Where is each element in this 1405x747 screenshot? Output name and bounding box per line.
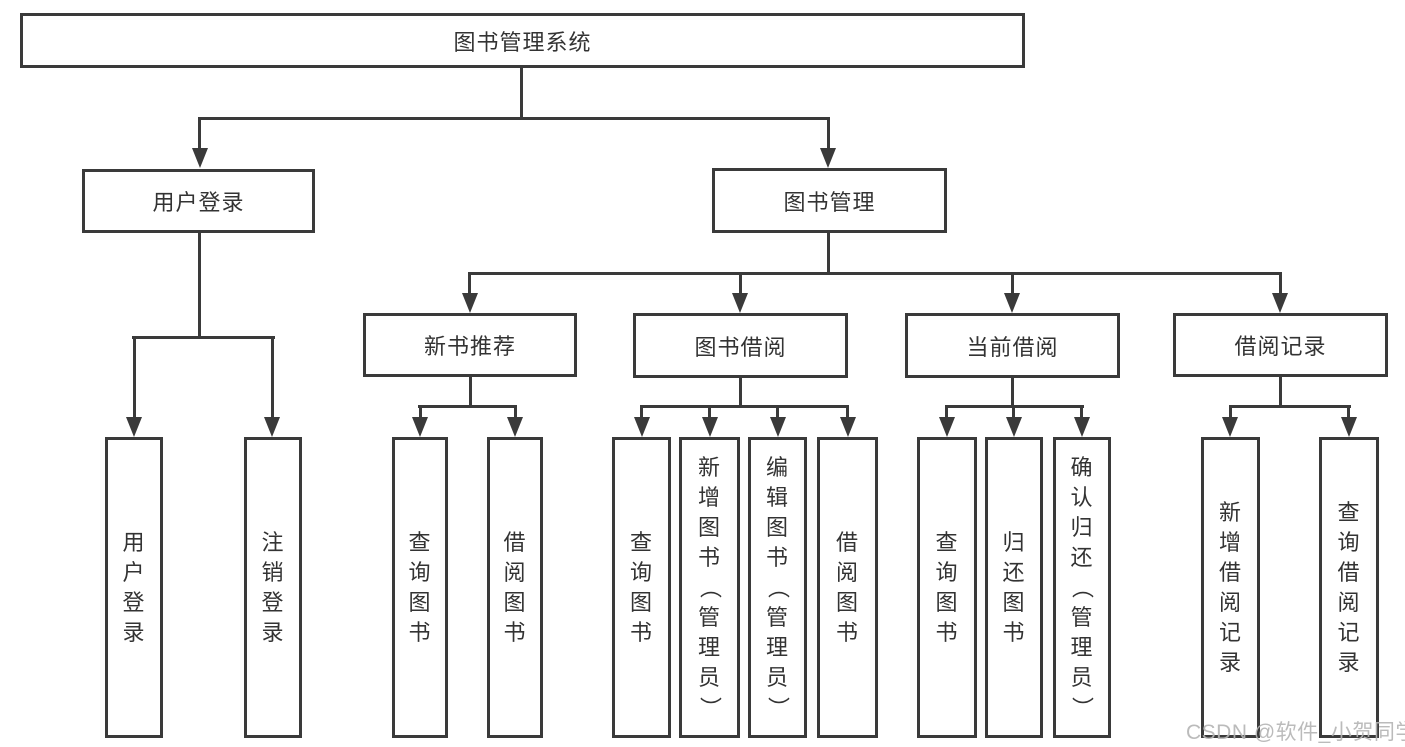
arrow-down-icon xyxy=(732,293,748,313)
arrow-down-icon xyxy=(1341,417,1357,437)
connector-leaf-stem xyxy=(271,336,274,417)
node-book-borrow-label: 图书借阅 xyxy=(694,334,787,360)
arrow-down-icon xyxy=(126,417,142,437)
connector-level3-stem xyxy=(1011,272,1014,295)
leaf-borrow-book: 借阅图书 xyxy=(817,437,878,738)
node-book-mgmt-group-label: 图书管理 xyxy=(783,189,876,215)
leaf-add-borrow-record-label: 新增借阅记录 xyxy=(1218,499,1242,675)
node-book-borrow: 图书借阅 xyxy=(633,313,848,378)
leaf-edit-book-admin-label: 编辑图书（管理员） xyxy=(765,454,791,720)
arrow-down-icon xyxy=(264,417,280,437)
arrow-down-icon xyxy=(1272,293,1288,313)
leaf-edit-book-admin: 编辑图书（管理员） xyxy=(748,437,807,738)
arrow-down-icon xyxy=(1074,417,1090,437)
arrow-down-icon xyxy=(462,293,478,313)
connector-borrow-record-hbar xyxy=(1229,405,1351,408)
connector-current-borrow-down xyxy=(1011,378,1014,408)
connector-leaf-stem xyxy=(1012,405,1015,419)
node-book-mgmt-group: 图书管理 xyxy=(712,168,947,233)
leaf-borrow-book-rec-label: 借阅图书 xyxy=(503,529,527,645)
connector-leaf-stem xyxy=(1347,405,1350,419)
connector-book-borrow-hbar xyxy=(640,405,849,408)
leaf-query-book-current-label: 查询图书 xyxy=(935,529,959,645)
node-new-book-rec: 新书推荐 xyxy=(363,313,577,377)
arrow-down-icon xyxy=(1004,293,1020,313)
arrow-down-icon xyxy=(412,417,428,437)
connector-root-stem xyxy=(520,68,523,118)
connector-new-book-hbar xyxy=(418,405,517,408)
watermark: CSDN @软件_小贺同学 xyxy=(1186,721,1405,744)
arrow-down-icon xyxy=(939,417,955,437)
connector-leaf-stem xyxy=(133,336,136,417)
leaf-return-book: 归还图书 xyxy=(985,437,1043,738)
node-borrow-record: 借阅记录 xyxy=(1173,313,1388,377)
connector-borrow-record-down xyxy=(1279,377,1282,408)
connector-leaf-stem xyxy=(846,405,849,419)
connector-book-mgmt-stem xyxy=(827,117,830,150)
connector-level3-stem xyxy=(1279,272,1282,295)
leaf-user-login-label: 用户登录 xyxy=(122,529,146,645)
leaf-confirm-return-admin: 确认归还（管理员） xyxy=(1053,437,1111,738)
leaf-query-book: 查询图书 xyxy=(612,437,671,738)
leaf-query-book-rec: 查询图书 xyxy=(392,437,448,738)
connector-book-borrow-down xyxy=(739,378,742,408)
connector-book-mgmt-down xyxy=(827,233,830,275)
arrow-down-icon xyxy=(702,417,718,437)
connector-leaf-stem xyxy=(419,405,422,419)
connector-leaf-stem xyxy=(945,405,948,419)
leaf-return-book-label: 归还图书 xyxy=(1002,529,1026,645)
node-new-book-rec-label: 新书推荐 xyxy=(423,334,516,359)
connector-leaf-stem xyxy=(708,405,711,419)
arrow-down-icon xyxy=(192,148,208,168)
connector-leaf-stem xyxy=(776,405,779,419)
leaf-add-book-admin: 新增图书（管理员） xyxy=(679,437,740,738)
connector-root-hbar xyxy=(198,117,830,120)
connector-level3-hbar xyxy=(468,272,1282,275)
arrow-down-icon xyxy=(634,417,650,437)
arrow-down-icon xyxy=(840,417,856,437)
arrow-down-icon xyxy=(1222,417,1238,437)
leaf-query-borrow-record: 查询借阅记录 xyxy=(1319,437,1379,738)
arrow-down-icon xyxy=(820,148,836,168)
connector-user-login-stem xyxy=(198,117,201,150)
leaf-query-borrow-record-label: 查询借阅记录 xyxy=(1337,499,1361,675)
connector-leaf-stem xyxy=(640,405,643,419)
node-borrow-record-label: 借阅记录 xyxy=(1234,334,1327,359)
node-current-borrow-label: 当前借阅 xyxy=(966,334,1059,360)
leaf-borrow-book-rec: 借阅图书 xyxy=(487,437,543,738)
leaf-logout-label: 注销登录 xyxy=(261,529,285,645)
node-root: 图书管理系统 xyxy=(20,13,1025,68)
connector-new-book-down xyxy=(469,377,472,408)
arrow-down-icon xyxy=(507,417,523,437)
leaf-add-borrow-record: 新增借阅记录 xyxy=(1201,437,1260,738)
leaf-add-book-admin-label: 新增图书（管理员） xyxy=(697,454,723,720)
connector-level3-stem xyxy=(468,272,471,295)
leaf-logout: 注销登录 xyxy=(244,437,302,738)
connector-level3-stem xyxy=(739,272,742,295)
node-user-login-group: 用户登录 xyxy=(82,169,315,233)
connector-leaf-stem xyxy=(514,405,517,419)
connector-user-login-hbar xyxy=(132,336,275,339)
leaf-query-book-rec-label: 查询图书 xyxy=(408,529,432,645)
leaf-confirm-return-admin-label: 确认归还（管理员） xyxy=(1069,454,1095,720)
leaf-query-book-label: 查询图书 xyxy=(629,529,653,645)
connector-leaf-stem xyxy=(1080,405,1083,419)
node-user-login-group-label: 用户登录 xyxy=(152,190,245,215)
node-root-label: 图书管理系统 xyxy=(453,29,592,55)
arrow-down-icon xyxy=(1006,417,1022,437)
leaf-borrow-book-label: 借阅图书 xyxy=(835,529,859,645)
arrow-down-icon xyxy=(770,417,786,437)
connector-leaf-stem xyxy=(1229,405,1232,419)
connector-user-login-down xyxy=(198,233,201,339)
leaf-user-login: 用户登录 xyxy=(105,437,163,738)
node-current-borrow: 当前借阅 xyxy=(905,313,1120,378)
leaf-query-book-current: 查询图书 xyxy=(917,437,977,738)
